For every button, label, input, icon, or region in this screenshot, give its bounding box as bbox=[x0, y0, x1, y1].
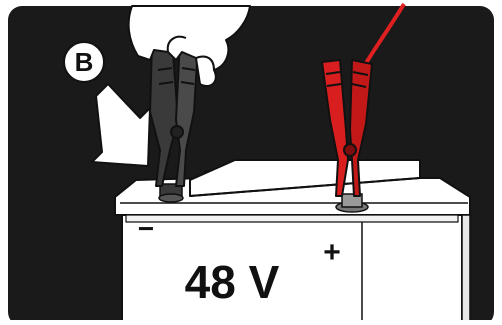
negative-terminal bbox=[158, 183, 184, 203]
positive-symbol: + bbox=[323, 236, 341, 269]
voltage-label: 48 V bbox=[185, 256, 280, 308]
step-badge: B bbox=[63, 41, 105, 83]
arrow-down-right-icon bbox=[91, 83, 151, 167]
negative-symbol: − bbox=[138, 213, 154, 244]
battery-top-plate bbox=[189, 159, 421, 197]
hand-icon bbox=[127, 5, 251, 88]
battery-body bbox=[121, 214, 463, 325]
step-badge-label: B bbox=[75, 47, 94, 77]
red-clamp-icon bbox=[321, 59, 373, 197]
positive-terminal bbox=[335, 193, 369, 213]
battery bbox=[114, 159, 471, 325]
